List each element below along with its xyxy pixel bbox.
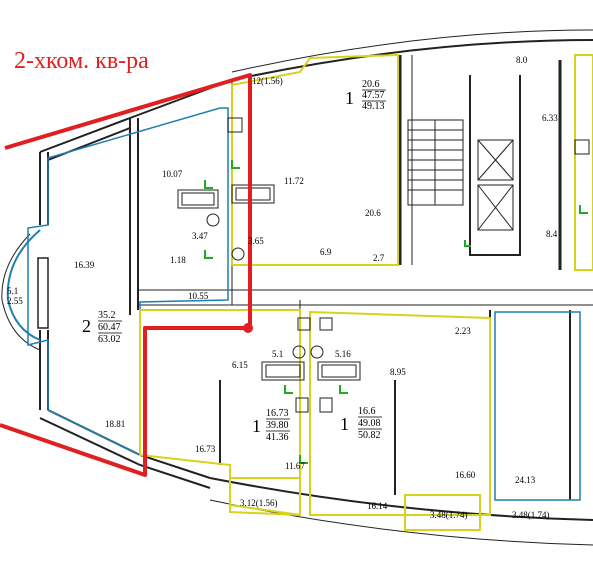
- room-area: 2.7: [373, 253, 385, 263]
- highlight-2-room-apartment: [0, 73, 253, 477]
- column: [37, 257, 49, 329]
- room-area: 10.55: [188, 291, 209, 301]
- rooms-count: 2: [82, 316, 91, 336]
- room-area: 5.1: [272, 349, 283, 359]
- room-area: 18.81: [105, 419, 125, 429]
- rooms-count: 1: [340, 414, 349, 434]
- room-area: 11.72: [284, 176, 304, 186]
- room-area: 3.65: [248, 236, 264, 246]
- area-living: 35.2: [98, 310, 116, 321]
- area-with-balcony: 49.13: [362, 101, 385, 112]
- room-area: 8.95: [390, 367, 406, 377]
- apartment-label-top: 1 20.6 47.57 49.13: [345, 79, 386, 112]
- room-area: 11.67: [285, 461, 305, 471]
- room-area: 5.1: [7, 286, 18, 296]
- area-with-balcony: 41.36: [266, 432, 289, 443]
- room-area: 6.9: [320, 247, 332, 257]
- room-area: 6.33: [542, 113, 558, 123]
- area-living: 16.73: [266, 408, 289, 419]
- rooms-count: 1: [345, 88, 354, 108]
- outline-yellow: [139, 53, 593, 531]
- area-total: 47.57: [362, 90, 385, 101]
- room-area: 20.6: [365, 208, 381, 218]
- room-area: 2.23: [455, 326, 471, 336]
- room-area: 3.12(1.56): [240, 498, 278, 508]
- room-area: 2.55: [7, 296, 23, 306]
- title: 2-хком. кв-ра: [14, 48, 149, 74]
- area-total: 39.80: [266, 420, 289, 431]
- room-area: 1.18: [170, 255, 186, 265]
- room-area: 3.48(1.74): [512, 510, 550, 520]
- room-area: 8.0: [516, 55, 528, 65]
- room-area: 8.4: [546, 229, 558, 239]
- room-area: 12(1.56): [252, 76, 283, 86]
- room-area: 16.60: [455, 470, 476, 480]
- area-with-balcony: 63.02: [98, 334, 121, 345]
- room-area: 10.07: [162, 169, 183, 179]
- area-living: 16.6: [358, 406, 376, 417]
- outline-apartment-left: [27, 107, 229, 457]
- bay-window: [1, 229, 41, 351]
- room-area: 16.14: [367, 501, 388, 511]
- room-area: 3.48(1.74): [430, 510, 468, 520]
- green-marks: [204, 160, 588, 464]
- room-area: 6.15: [232, 360, 248, 370]
- elevators: [477, 139, 514, 231]
- apartment-label-left: 2 35.2 60.47 63.02: [82, 310, 122, 345]
- bathroom-fixtures: [177, 117, 590, 413]
- room-area: 16.73: [195, 444, 216, 454]
- area-total: 49.08: [358, 418, 381, 429]
- room-area: 16.39: [74, 260, 95, 270]
- area-total: 60.47: [98, 322, 121, 333]
- outline-apartment-right: [494, 311, 581, 501]
- area-with-balcony: 50.82: [358, 430, 381, 441]
- room-labels: 12(1.56) 8.0 6.33 10.07 11.72 20.6 3.47 …: [7, 55, 558, 520]
- room-area: 3.47: [192, 231, 208, 241]
- room-area: 5.16: [335, 349, 351, 359]
- area-living: 20.6: [362, 79, 380, 90]
- room-area: 24.13: [515, 475, 536, 485]
- rooms-count: 1: [252, 416, 261, 436]
- apartment-label-bottom-left: 1 16.73 39.80 41.36: [252, 408, 290, 443]
- staircase: [407, 119, 464, 206]
- apartment-label-bottom-right: 1 16.6 49.08 50.82: [340, 406, 382, 441]
